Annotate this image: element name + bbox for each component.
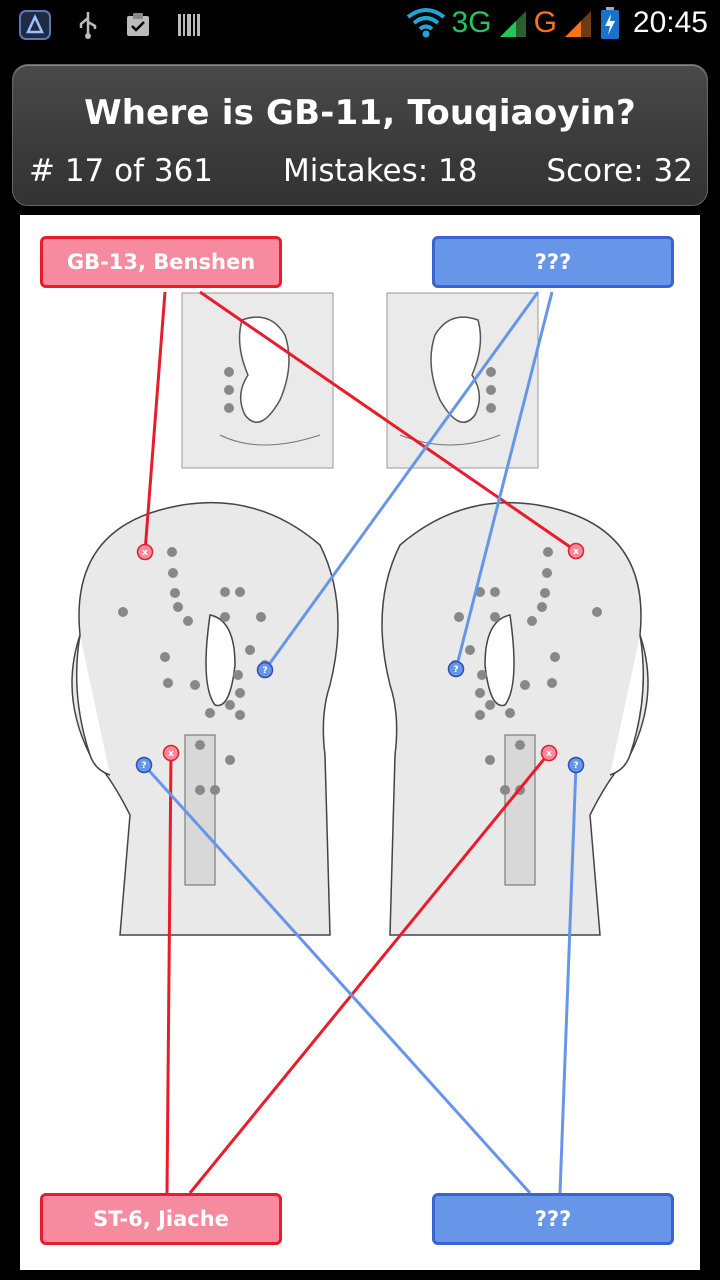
acupoint-dots-left (118, 547, 270, 795)
progress-counter: # 17 of 361 (29, 153, 214, 189)
answer-label: ??? (534, 250, 572, 274)
question-title: Where is GB-11, Touqiaoyin? (84, 93, 636, 133)
answer-button-top-left[interactable]: GB-13, Benshen (40, 236, 282, 288)
connector-line-unknown2-left (142, 763, 532, 1195)
unknown-marker[interactable]: ? (256, 661, 274, 679)
svg-text:?: ? (262, 666, 267, 676)
usb-icon (79, 12, 97, 39)
wrong-marker: x (136, 543, 154, 561)
answer-button-bottom-left[interactable]: ST-6, Jiache (40, 1193, 282, 1245)
acupoint-dots-right (450, 547, 602, 795)
svg-text:?: ? (573, 761, 578, 771)
head-diagram-left (71, 501, 339, 936)
answer-label: ??? (534, 1207, 572, 1231)
connector-line-unknown1-right (454, 291, 554, 670)
answer-button-bottom-right[interactable]: ??? (432, 1193, 674, 1245)
status-bar: 3G G 20:45 (0, 0, 720, 50)
mistakes-counter: Mistakes: 18 (283, 153, 478, 189)
unknown-marker[interactable]: ? (447, 660, 465, 678)
unknown-marker[interactable]: ? (135, 756, 153, 774)
svg-text:x: x (546, 749, 552, 759)
signal-icon (499, 11, 526, 37)
anatomy-illustration: x x x x ? ? ? (71, 290, 649, 1195)
wrong-marker: x (162, 744, 180, 762)
connector-line-gb13-left (143, 291, 167, 553)
network-3g-label: 3G (451, 6, 492, 39)
network-g-label: G (533, 6, 557, 39)
battery-charging-icon (600, 7, 619, 39)
score-counter: Score: 32 (546, 153, 693, 189)
svg-text:x: x (573, 547, 579, 557)
answer-label: ST-6, Jiache (93, 1207, 229, 1231)
quiz-board: x x x x ? ? ? (20, 215, 700, 1270)
wifi-icon (406, 8, 445, 38)
answer-label: GB-13, Benshen (66, 250, 256, 274)
svg-text:?: ? (453, 665, 458, 675)
wrong-marker: x (567, 542, 585, 560)
signal-icon (564, 11, 591, 37)
svg-text:x: x (168, 749, 174, 759)
clipboard-icon (127, 13, 149, 36)
ear-closeup-left (181, 292, 334, 469)
connector-line-unknown2-right (558, 764, 578, 1194)
connector-line-gb13-right (199, 290, 577, 553)
svg-text:x: x (142, 548, 148, 558)
answer-button-top-right[interactable]: ??? (432, 236, 674, 288)
head-diagram-right (381, 501, 649, 936)
unknown-marker[interactable]: ? (567, 756, 585, 774)
svg-text:?: ? (141, 761, 146, 771)
wrong-marker: x (540, 744, 558, 762)
barcode-icon (178, 14, 200, 36)
connector-lines (142, 290, 578, 1195)
connector-line-st6-left (165, 752, 173, 1194)
quiz-header: Where is GB-11, Touqiaoyin? # 17 of 361 … (12, 64, 708, 206)
connector-line-st6-right (188, 752, 551, 1194)
clock: 20:45 (632, 6, 708, 39)
connector-line-unknown1-left (263, 291, 540, 671)
app-icon (19, 10, 51, 40)
